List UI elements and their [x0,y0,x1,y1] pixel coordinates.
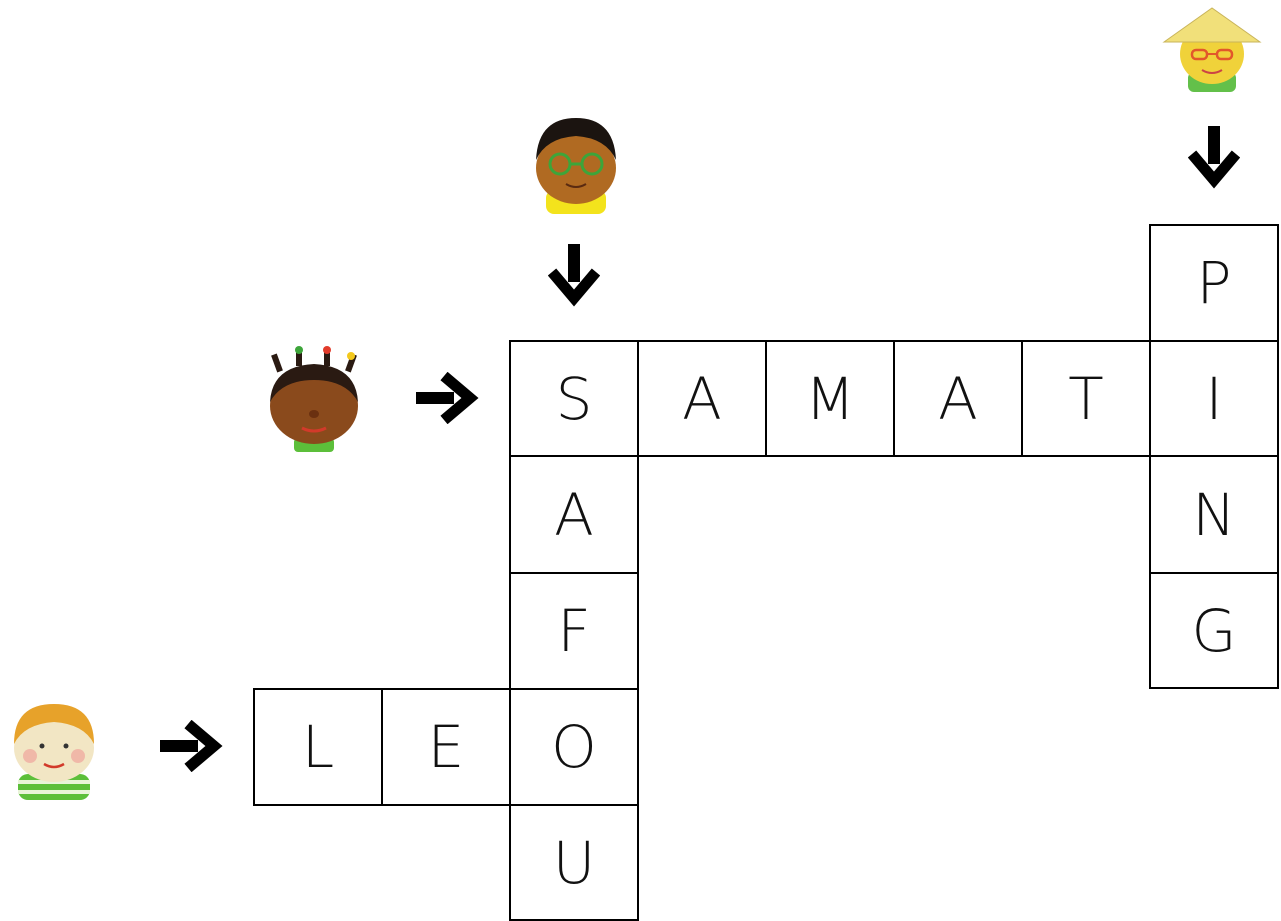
grid-cell[interactable]: O [509,688,639,806]
arrow-right-icon [414,372,480,424]
leo-face-icon [4,700,104,800]
grid-cell[interactable]: A [637,340,767,457]
grid-cell[interactable]: L [253,688,383,806]
arrow-down-icon [1188,124,1240,190]
grid-cell[interactable]: A [509,455,639,574]
ping-face-icon [1160,2,1264,94]
grid-cell[interactable]: A [893,340,1023,457]
grid-cell[interactable]: I [1149,340,1279,457]
grid-cell[interactable]: S [509,340,639,457]
grid-cell[interactable]: N [1149,455,1279,574]
grid-cell[interactable]: U [509,804,639,921]
safou-face-icon [528,112,624,214]
samatin-face-icon [262,346,366,452]
grid-cell[interactable]: E [381,688,511,806]
grid-cell[interactable]: P [1149,224,1279,342]
grid-cell[interactable]: M [765,340,895,457]
grid-cell[interactable]: F [509,572,639,690]
arrow-down-icon [548,242,600,308]
arrow-right-icon [158,720,224,772]
grid-cell[interactable]: G [1149,572,1279,689]
grid-cell[interactable]: T [1021,340,1151,457]
